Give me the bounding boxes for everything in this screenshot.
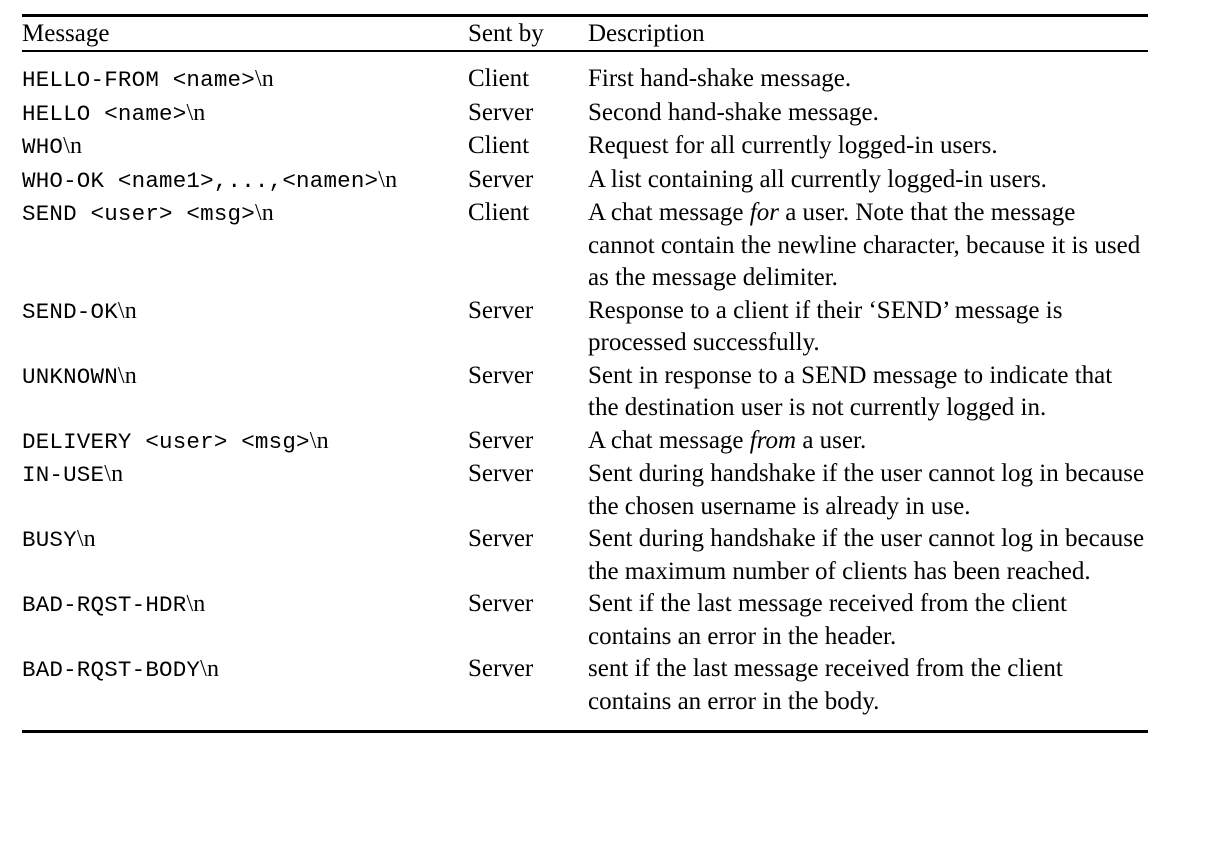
newline-escape-token: \n	[63, 133, 83, 159]
message-text: HELLO-FROM <name>	[22, 67, 255, 93]
description-cell: Sent if the last message received from t…	[588, 590, 1067, 650]
message-text: WHO	[22, 134, 64, 160]
description-text: a user.	[796, 426, 867, 454]
message-cell: WHO\n	[22, 130, 468, 164]
sent-by-cell: Server	[468, 165, 534, 193]
table-header-separator-rule	[22, 50, 1148, 52]
message-cell: SEND-OK\n	[22, 295, 468, 360]
sent-by-cell: Client	[468, 132, 530, 159]
description-cell: A list containing all currently logged-i…	[588, 165, 1047, 193]
message-text: BUSY	[22, 527, 77, 553]
message-cell: SEND <user> <msg>\n	[22, 197, 468, 295]
message-cell: HELLO-FROM <name>\n	[22, 52, 468, 97]
newline-escape-token: \n	[200, 656, 220, 682]
description-cell: A chat message from a user.	[588, 425, 1148, 459]
newline-escape-token: \n	[309, 427, 329, 454]
message-text: DELIVERY <user> <msg>	[22, 428, 310, 455]
newline-escape-token: \n	[117, 362, 137, 389]
message-text: IN-USE	[22, 462, 105, 488]
description-emphasis: from	[749, 426, 797, 454]
description-text: a user. Note that the message cannot con…	[588, 199, 1141, 291]
newline-escape-token: \n	[104, 461, 124, 487]
message-text: SEND-OK	[22, 298, 118, 325]
header-row: Message Sent by Description	[22, 17, 1148, 50]
sent-by-cell: Server	[468, 460, 534, 487]
table-bottom-rule	[22, 730, 1148, 733]
newline-escape-token: \n	[254, 200, 275, 226]
description-cell: Response to a client if their ‘SEND’ mes…	[588, 296, 1063, 357]
newline-escape-token: \n	[186, 591, 206, 617]
description-cell: First hand-shake message.	[588, 65, 852, 92]
sent-by-cell: Server	[468, 296, 534, 324]
description-cell: Sent in response to a SEND message to in…	[588, 361, 1113, 422]
description-cell: sent if the last message received from t…	[588, 655, 1063, 715]
message-cell: IN-USE\n	[22, 458, 468, 523]
message-cell: HELLO <name>\n	[22, 97, 468, 131]
description-text: A chat message	[588, 426, 750, 454]
message-table: Message Sent by Description	[22, 17, 1148, 50]
message-text: HELLO <name>	[22, 100, 187, 127]
description-emphasis: for	[749, 199, 779, 226]
message-text: WHO-OK <name1>,...,<namen>	[22, 167, 379, 194]
sent-by-cell: Server	[468, 655, 534, 682]
table-header: Message Sent by Description	[22, 17, 1148, 50]
sent-by-cell: Client	[468, 199, 530, 226]
message-text: BAD-RQST-BODY	[22, 657, 201, 683]
message-text: SEND <user> <msg>	[22, 201, 255, 227]
message-cell: BUSY\n	[22, 523, 468, 588]
sent-by-cell: Server	[468, 361, 534, 389]
protocol-message-table: Message Sent by Description HELLO-FROM <…	[22, 14, 1148, 733]
description-cell: Request for all currently logged-in user…	[588, 132, 998, 159]
message-cell: DELIVERY <user> <msg>\n	[22, 425, 468, 459]
column-header-sent-by: Sent by	[468, 20, 544, 47]
message-text: BAD-RQST-HDR	[22, 592, 187, 618]
message-text: UNKNOWN	[22, 363, 118, 390]
message-cell: WHO-OK <name1>,...,<namen>\n	[22, 164, 468, 198]
newline-escape-token: \n	[254, 66, 275, 92]
description-cell: Sent during handshake if the user cannot…	[588, 460, 1145, 520]
newline-escape-token: \n	[186, 99, 206, 126]
sent-by-cell: Server	[468, 525, 534, 552]
description-cell: Second hand-shake message.	[588, 98, 879, 126]
table-top-rule	[22, 14, 1148, 17]
newline-escape-token: \n	[117, 297, 137, 324]
description-text: A chat message	[588, 199, 750, 226]
message-cell: BAD-RQST-BODY\n	[22, 653, 468, 730]
newline-escape-token: \n	[378, 166, 398, 193]
sent-by-cell: Server	[468, 98, 534, 126]
sent-by-cell: Server	[468, 426, 534, 454]
column-header-description: Description	[588, 20, 705, 47]
sent-by-cell: Client	[468, 65, 530, 92]
description-cell: Sent during handshake if the user cannot…	[588, 525, 1145, 585]
column-header-message: Message	[22, 20, 110, 47]
newline-escape-token: \n	[76, 526, 96, 552]
description-cell: A chat message for a user. Note that the…	[588, 197, 1148, 295]
sent-by-cell: Server	[468, 590, 534, 617]
message-cell: UNKNOWN\n	[22, 360, 468, 425]
message-cell: BAD-RQST-HDR\n	[22, 588, 468, 653]
